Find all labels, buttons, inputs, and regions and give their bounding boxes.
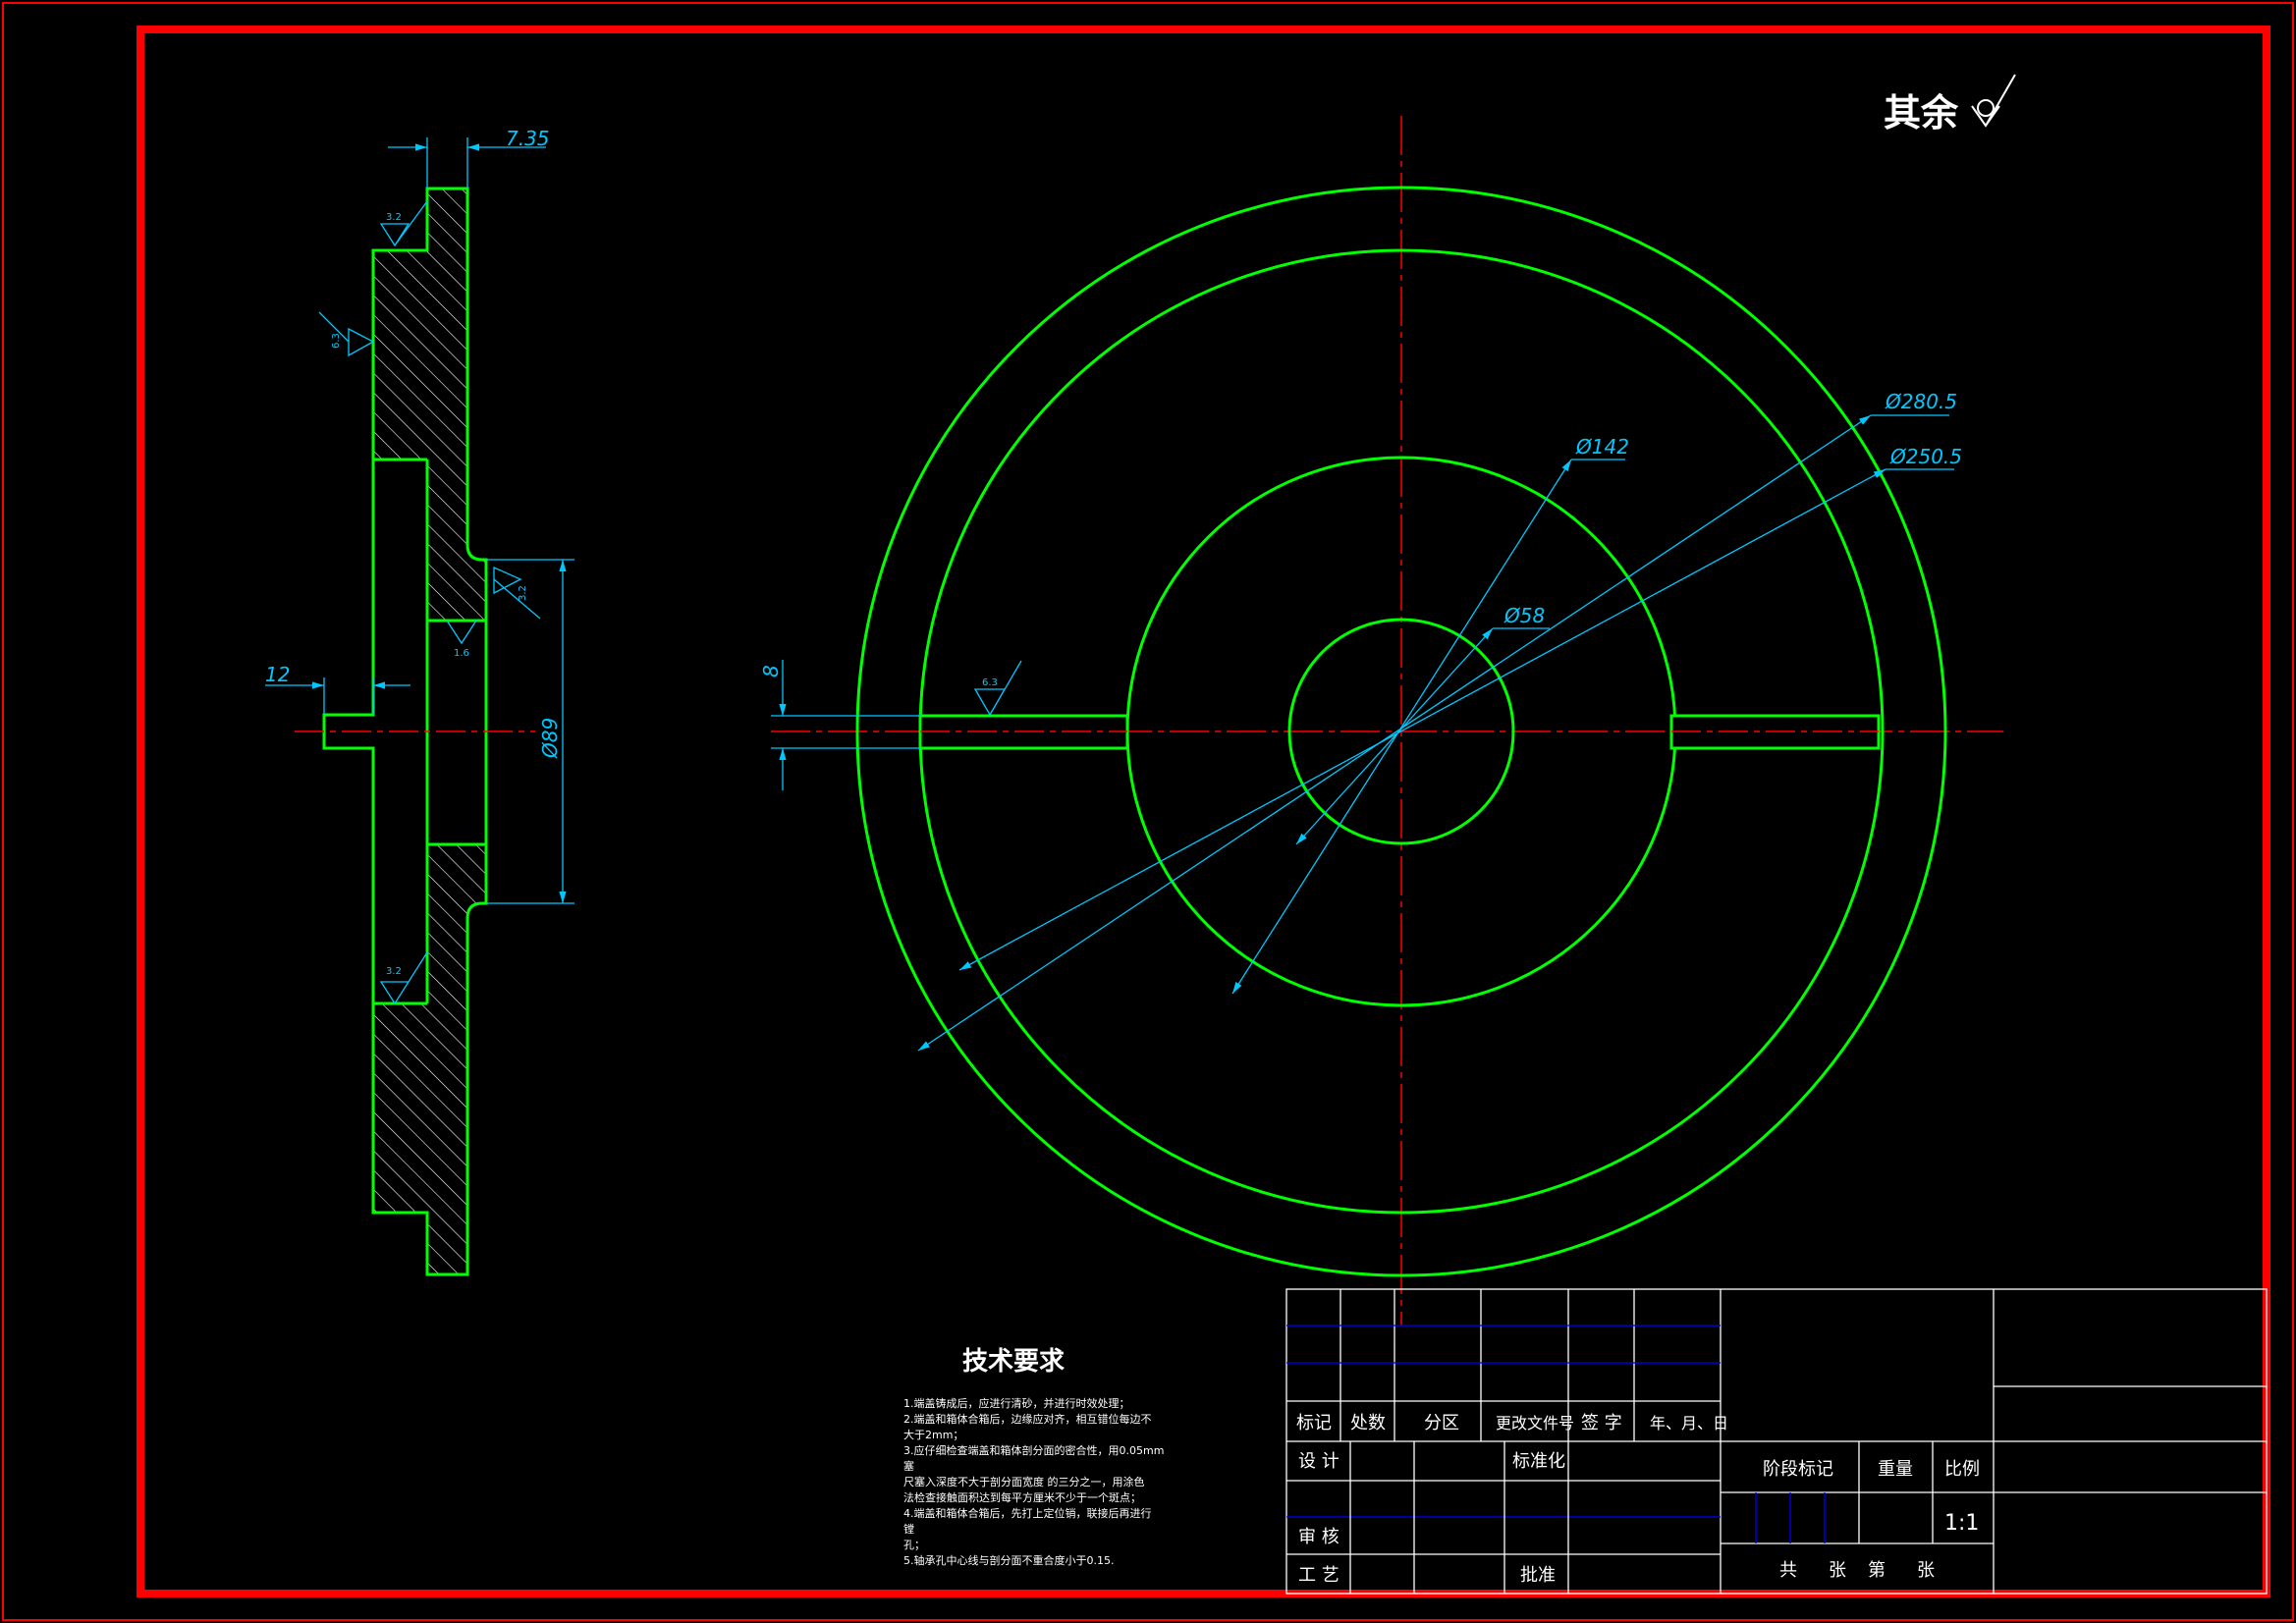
- tech-line: 孔；: [903, 1539, 925, 1551]
- tech-line: 镗: [903, 1522, 914, 1536]
- title-block-text: 标记 处数 分区 更改文件号 签 字 年、月、日 设 计 标准化 审 核 工 艺…: [1296, 1413, 1980, 1586]
- roughness-symbol-4: 1.6: [446, 620, 477, 659]
- tb-nianyueri: 年、月、日: [1650, 1414, 1728, 1433]
- roughness-symbol-5: 3.2: [379, 951, 428, 1005]
- roughness-symbol-3: 3.2: [493, 566, 541, 620]
- tb-chushu: 处数: [1350, 1413, 1386, 1434]
- tb-jieduan: 阶段标记: [1763, 1459, 1833, 1480]
- svg-text:6.3: 6.3: [331, 333, 342, 349]
- section-outline: [322, 187, 488, 1276]
- tech-title: 技术要求: [962, 1347, 1065, 1377]
- tb-biaozhunhua: 标准化: [1512, 1451, 1565, 1472]
- svg-text:6.3: 6.3: [982, 677, 998, 688]
- dim-d280: Ø280.5: [1885, 390, 1957, 413]
- tb-zhang1: 张: [1829, 1560, 1846, 1581]
- circle-outer: [855, 186, 1947, 1277]
- tech-line: 1.端盖铸成后，应进行清砂，并进行时效处理；: [903, 1396, 1130, 1410]
- tb-di: 第: [1868, 1560, 1886, 1581]
- tb-biaoji: 标记: [1296, 1413, 1332, 1434]
- dim-d250: Ø250.5: [1889, 445, 1962, 468]
- dim-d142: Ø142: [1575, 435, 1629, 459]
- tb-gongyi: 工 艺: [1298, 1565, 1339, 1586]
- front-view: 8 6.3 Ø280.5 Ø250.5 Ø142 Ø58: [759, 116, 2003, 1325]
- tech-line: 尺塞入深度不大于剖分面宽度 的三分之一，用涂色: [903, 1475, 1145, 1488]
- svg-text:3.2: 3.2: [386, 212, 402, 223]
- svg-text:1.6: 1.6: [454, 648, 469, 659]
- dim-hub-bore: Ø89: [538, 718, 562, 759]
- tech-line: 2.端盖和箱体合箱后，边缘应对齐，相互错位每边不: [903, 1412, 1152, 1426]
- section-upper-hatch: [373, 189, 486, 621]
- tb-fenqu: 分区: [1424, 1413, 1459, 1434]
- section-view: 7.35 Ø89 12 3.2 6.3 3.2 1.6 3: [265, 127, 574, 1276]
- tech-line: 3.应仔细检查端盖和箱体剖分面的密合性，用0.05mm: [903, 1443, 1164, 1457]
- tb-scale: 1:1: [1944, 1511, 1979, 1536]
- tb-pizhun: 批准: [1520, 1565, 1556, 1586]
- surface-finish-mark: 其余: [1884, 74, 2016, 135]
- roughness-symbol-6: 6.3: [973, 660, 1022, 717]
- tech-requirements: 技术要求 1.端盖铸成后，应进行清砂，并进行时效处理； 2.端盖和箱体合箱后，边…: [903, 1347, 1164, 1567]
- inner-frame: [137, 26, 2270, 1597]
- tb-zhongliang: 重量: [1878, 1459, 1913, 1480]
- tb-zhang2: 张: [1917, 1560, 1935, 1581]
- title-block: [1285, 1288, 2268, 1595]
- tb-genggai: 更改文件号: [1496, 1414, 1574, 1433]
- tb-sheji: 设 计: [1298, 1451, 1339, 1472]
- dim-d58: Ø58: [1503, 604, 1545, 627]
- tech-line: 法检查接触面积达到每平方厘米不少于一个斑点；: [903, 1490, 1141, 1504]
- tb-gong: 共: [1779, 1560, 1797, 1581]
- dim-slot-width: 8: [759, 665, 783, 677]
- tech-line: 5.轴承孔中心线与剖分面不重合度小于0.15.: [903, 1553, 1114, 1567]
- tb-bili: 比例: [1944, 1459, 1980, 1480]
- leader-d58: [1295, 627, 1494, 845]
- roughness-symbol-2: 6.3: [318, 311, 375, 357]
- dim-boss-length: 12: [265, 663, 290, 686]
- surface-mark-label: 其余: [1884, 91, 1959, 135]
- svg-text:3.2: 3.2: [518, 585, 528, 601]
- tech-line: 塞: [903, 1459, 914, 1473]
- dim-top-width: 7.35: [506, 127, 550, 150]
- tb-shenhe: 审 核: [1298, 1527, 1339, 1547]
- roughness-symbol-1: 3.2: [379, 200, 428, 247]
- tech-line: 大于2mm；: [903, 1428, 963, 1441]
- tech-line: 4.端盖和箱体合箱后，先打上定位销，联接后再进行: [903, 1506, 1152, 1520]
- svg-text:3.2: 3.2: [386, 966, 402, 977]
- tb-qianzi: 签 字: [1581, 1413, 1622, 1434]
- section-lower-hatch: [373, 844, 486, 1274]
